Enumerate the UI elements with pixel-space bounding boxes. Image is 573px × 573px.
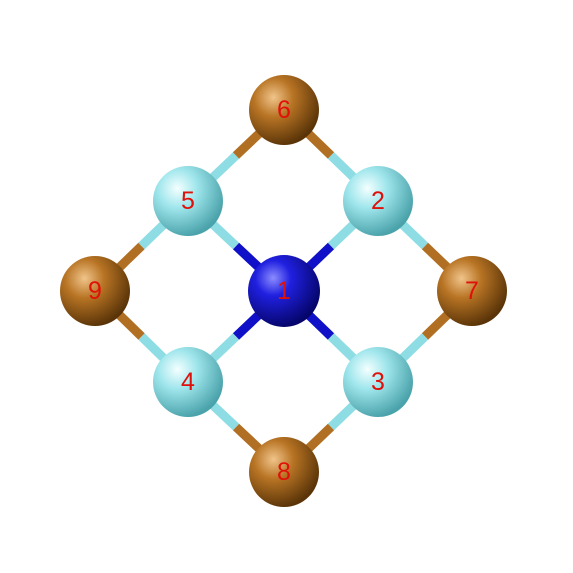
atom-label-7: 7 [465, 277, 479, 305]
atom-label-8: 8 [277, 458, 291, 486]
atom-sphere-4 [153, 347, 223, 417]
atom-label-1: 1 [277, 277, 291, 305]
atom-label-9: 9 [88, 277, 102, 305]
atom-1: 1 [248, 255, 320, 327]
atom-sphere-5 [153, 166, 223, 236]
atom-9: 9 [60, 256, 130, 326]
atom-7: 7 [437, 256, 507, 326]
atom-sphere-7 [437, 256, 507, 326]
atom-sphere-1 [248, 255, 320, 327]
atom-5: 5 [153, 166, 223, 236]
atom-6: 6 [249, 75, 319, 145]
atom-label-5: 5 [181, 187, 195, 215]
atom-label-6: 6 [277, 96, 291, 124]
atom-sphere-6 [249, 75, 319, 145]
atom-8: 8 [249, 437, 319, 507]
atom-label-2: 2 [371, 187, 385, 215]
atom-layer: 1 2 3 4 5 6 7 8 9 [60, 75, 507, 507]
atom-sphere-9 [60, 256, 130, 326]
atom-label-4: 4 [181, 368, 195, 396]
atom-label-3: 3 [371, 368, 385, 396]
atom-4: 4 [153, 347, 223, 417]
atom-2: 2 [343, 166, 413, 236]
atom-sphere-3 [343, 347, 413, 417]
atom-3: 3 [343, 347, 413, 417]
atom-sphere-2 [343, 166, 413, 236]
atom-sphere-8 [249, 437, 319, 507]
